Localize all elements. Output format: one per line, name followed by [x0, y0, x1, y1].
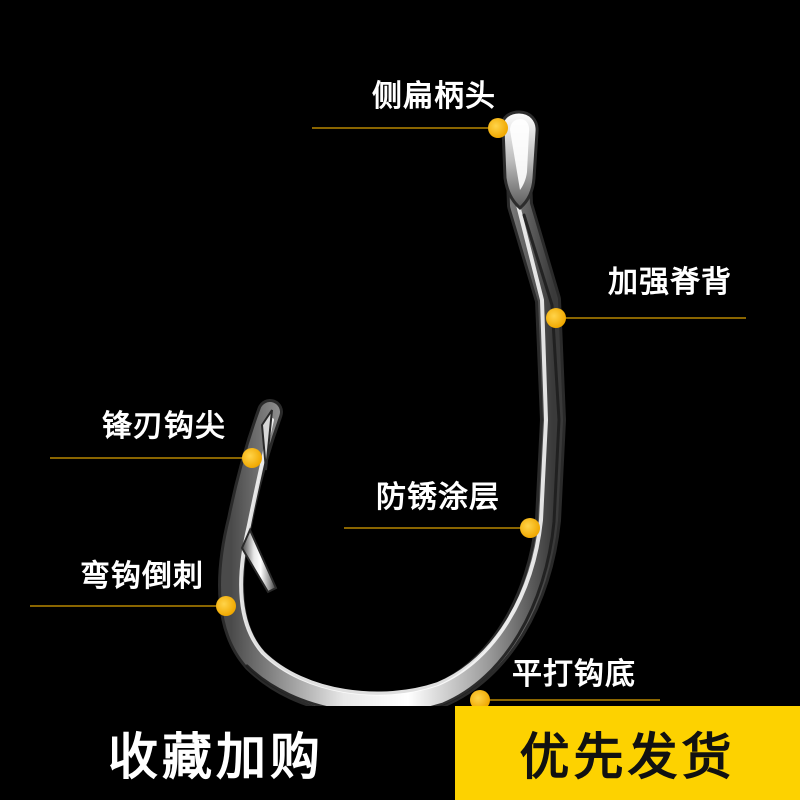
- marker-dots: [216, 118, 566, 710]
- favorite-add-to-cart-banner: 收藏加购: [0, 706, 455, 800]
- marker-dot-curved-barb: [216, 596, 236, 616]
- leader-lines: [30, 127, 746, 701]
- marker-dot-rustproof-coating: [520, 518, 540, 538]
- hook: [218, 110, 566, 718]
- label-rustproof-coating: 防锈涂层: [376, 480, 500, 515]
- label-blade-point: 锋刃钩尖: [102, 409, 226, 444]
- label-curved-barb: 弯钩倒刺: [80, 559, 204, 594]
- priority-shipping-banner: 优先发货: [455, 706, 800, 800]
- label-reinforced-spine: 加强脊背: [608, 265, 732, 300]
- label-flat-bend: 平打钩底: [512, 657, 636, 692]
- label-shank-head: 侧扁柄头: [372, 79, 496, 114]
- marker-dot-blade-point: [242, 448, 262, 468]
- marker-dot-flat-bend: [470, 690, 490, 710]
- marker-dot-shank-head: [488, 118, 508, 138]
- marker-dot-reinforced-spine: [546, 308, 566, 328]
